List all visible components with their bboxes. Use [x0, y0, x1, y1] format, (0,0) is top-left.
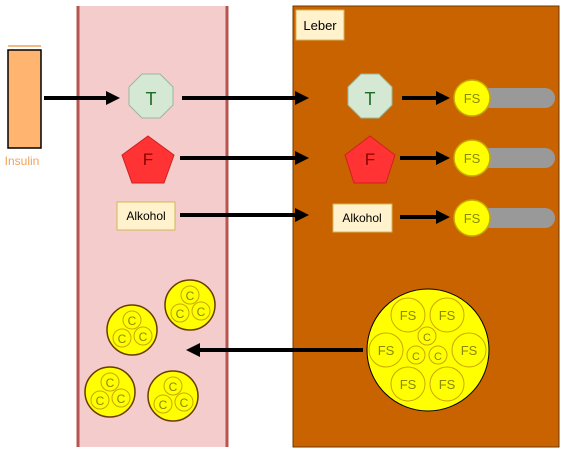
fatty-acid-inner: [390, 297, 426, 333]
f-label-blood: F: [143, 150, 153, 169]
alkohol-box-blood: [116, 201, 176, 231]
insulin-vial: [7, 49, 42, 149]
fatty-acid-head: [453, 199, 491, 237]
fatty-acid-inner: [451, 332, 487, 368]
fatty-acid-label: FS: [378, 343, 395, 358]
cholesterol-inner: [417, 326, 437, 346]
cholesterol-label: C: [434, 351, 442, 363]
cholesterol-inner: [406, 345, 426, 365]
cholesterol-label: C: [139, 330, 148, 344]
blood-lipoprotein-4: C C C: [147, 370, 199, 422]
cholesterol-inner: [191, 301, 211, 321]
fatty-acid-inner: [368, 332, 404, 368]
cholesterol-label: C: [96, 394, 105, 408]
fatty-acid-label: FS: [461, 343, 478, 358]
cholesterol-inner: [428, 345, 448, 365]
t-molecule-blood: [128, 73, 174, 119]
cholesterol-label: C: [159, 398, 168, 412]
cholesterol-label: C: [106, 376, 115, 390]
alkohol-box-liver: [332, 203, 393, 233]
cholesterol-inner: [170, 303, 190, 323]
arrows: [44, 91, 450, 357]
cholesterol-inner: [111, 388, 131, 408]
cholesterol-label: C: [186, 289, 195, 303]
cholesterol-inner: [100, 372, 120, 392]
cholesterol-label: C: [180, 396, 189, 410]
fatty-acid-label: FS: [439, 308, 456, 323]
blood-lipoprotein-3: C C C: [84, 366, 136, 418]
cholesterol-inner: [180, 285, 200, 305]
t-molecule-liver: [347, 73, 393, 119]
cholesterol-inner: [90, 390, 110, 410]
fatty-acid-label: FS: [464, 151, 481, 166]
cholesterol-inner: [122, 310, 142, 330]
fatty-acid-label: FS: [439, 377, 456, 392]
fatty-acid-label: FS: [464, 211, 481, 226]
cholesterol-label: C: [169, 380, 178, 394]
fatty-acid-inner: [390, 366, 426, 402]
fatty-acid-3: FS: [453, 199, 555, 237]
t-label-liver: T: [365, 89, 376, 109]
blood-lipoprotein-1: C C C: [164, 279, 216, 331]
cholesterol-label: C: [118, 332, 127, 346]
fatty-acid-inner: [429, 297, 465, 333]
cholesterol-inner: [174, 392, 194, 412]
fatty-acid-label: FS: [464, 91, 481, 106]
cholesterol-inner: [112, 328, 132, 348]
fatty-acid-1: FS: [453, 79, 555, 117]
cholesterol-inner: [133, 326, 153, 346]
fatty-acid-label: FS: [400, 308, 417, 323]
alkohol-label-blood: Alkohol: [126, 209, 165, 223]
fatty-acid-inner: [429, 366, 465, 402]
f-label-liver: F: [365, 150, 375, 169]
f-molecule-liver: [344, 135, 396, 184]
blood-lipoprotein-2: C C C: [106, 304, 158, 356]
cholesterol-inner: [163, 376, 183, 396]
cholesterol-label: C: [176, 307, 185, 321]
fatty-acid-head: [453, 139, 491, 177]
insulin-label: Insulin: [5, 154, 40, 168]
cholesterol-label: C: [423, 332, 431, 344]
fatty-acid-head: [453, 79, 491, 117]
liver-lipoprotein: FS FS FS FS FS FS C C C: [366, 288, 490, 412]
fatty-acid-2: FS: [453, 139, 555, 177]
fatty-acid-label: FS: [400, 377, 417, 392]
cholesterol-label: C: [412, 351, 420, 363]
liver-label-box: [295, 9, 345, 41]
f-molecule-blood: [121, 135, 175, 184]
cholesterol-label: C: [128, 314, 137, 328]
liver-label: Leber: [303, 18, 337, 33]
cholesterol-inner: [153, 394, 173, 414]
cholesterol-label: C: [197, 305, 206, 319]
t-label-blood: T: [146, 89, 157, 109]
alkohol-label-liver: Alkohol: [342, 211, 381, 225]
cholesterol-label: C: [117, 392, 126, 406]
